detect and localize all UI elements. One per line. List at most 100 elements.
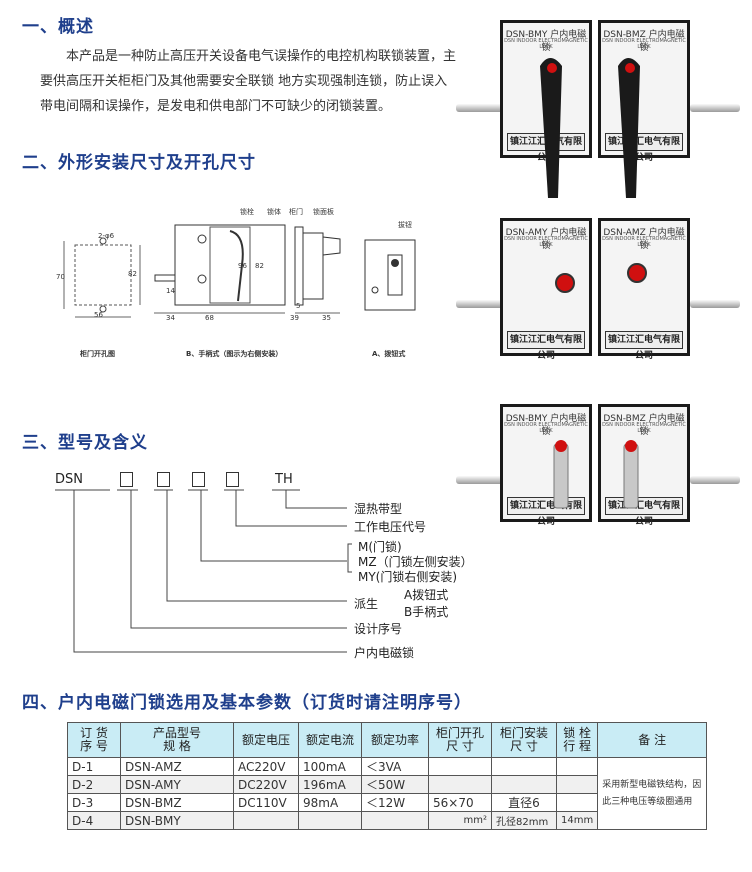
cell-mount	[491, 775, 557, 794]
cell-model: DSN-AMY	[120, 775, 234, 794]
cell-stroke	[555, 793, 599, 812]
code-box	[192, 472, 205, 487]
dim-label: 5	[296, 302, 301, 310]
cell-mount	[491, 757, 557, 776]
technical-drawing-svg	[63, 224, 416, 318]
cell-model: DSN-BMZ	[120, 793, 234, 812]
panel-subtitle: DSN INDOOR ELECTROMAGNETIC LOCK	[504, 38, 588, 50]
dim-label: 82	[255, 262, 264, 270]
table-row: D-1 DSN-AMZ AC220V 100mA ＜3VA 采用新型电磁铁结构，…	[67, 757, 708, 830]
cell-stroke	[555, 775, 599, 794]
unlock-button-icon	[627, 263, 647, 283]
lock-panel-bmz: DSN-BMZ 户内电磁锁 DSN INDOOR ELECTROMAGNETIC…	[598, 20, 690, 163]
panel-title: DSN-BMY 户内电磁锁	[505, 414, 587, 437]
cell-stroke: 14mm	[555, 811, 599, 830]
code-box	[157, 472, 170, 487]
panel-subtitle: DSN INDOOR ELECTROMAGNETIC LOCK	[602, 422, 686, 434]
cell-voltage: DC110V	[233, 793, 299, 812]
cell-order: D-4	[67, 811, 121, 830]
lock-rod	[456, 476, 506, 484]
cell-current: 98mA	[298, 793, 362, 812]
table-header-row: 订 货 序 号 产品型号 规 格 额定电压 额定电流 额定功率 柜门开孔 尺 寸…	[67, 722, 708, 758]
cell-hole: 56×70	[428, 793, 492, 812]
cell-mount: 直径6	[491, 793, 557, 812]
section2-title: 二、外形安装尺寸及开孔尺寸	[22, 153, 256, 173]
panel-title: DSN-BMZ 户内电磁锁	[603, 30, 685, 53]
cell-power: ＜3VA	[361, 757, 429, 776]
hole-caption: 柜门开孔图	[80, 350, 115, 358]
hole-spec-label: 2-φ6	[98, 232, 115, 240]
code-label-voltage: 工作电压代号	[354, 520, 427, 534]
lock-panel-amy: DSN-AMY 户内电磁锁 DSN INDOOR ELECTROMAGNETIC…	[500, 218, 592, 361]
cell-hole	[428, 775, 492, 794]
panel-title: DSN-BMZ 户内电磁锁	[603, 414, 685, 437]
code-label-indoor: 户内电磁锁	[354, 646, 415, 660]
lock-panel-amz: DSN-AMZ 户内电磁锁 DSN INDOOR ELECTROMAGNETIC…	[598, 218, 690, 361]
dim-label: 14	[166, 287, 175, 295]
lock-rod	[690, 476, 740, 484]
panel-title: DSN-BMY 户内电磁锁	[505, 30, 587, 53]
cabinet-door-label: 柜门	[289, 208, 303, 216]
header-order: 订 货 序 号	[67, 722, 121, 758]
cell-order: D-3	[67, 793, 121, 812]
table-row: D-4 DSN-BMY mm² 孔径82mm 14mm	[67, 811, 707, 830]
section1-title: 一、概述	[22, 17, 94, 37]
cell-hole	[428, 757, 492, 776]
cell-model: DSN-AMZ	[120, 757, 234, 776]
chrome-handle-icon	[553, 440, 639, 509]
lock-panel-label: 锁面板	[313, 208, 334, 216]
dim-label: 56	[94, 311, 103, 319]
header-stroke: 锁 栓 行 程	[555, 722, 599, 758]
header-mount: 柜门安装 尺 寸	[491, 722, 557, 758]
cell-remark: 采用新型电磁铁结构，因此三种电压等级圈通用	[597, 757, 708, 830]
code-label-a: A拨钮式	[404, 588, 449, 602]
cell-power: ＜50W	[361, 775, 429, 794]
button-label: 拔钮	[398, 221, 412, 229]
dim-label: 96	[238, 262, 247, 270]
cell-mount: 孔径82mm	[491, 811, 557, 830]
dim-label: 70	[56, 273, 65, 281]
code-label-th: 湿热带型	[354, 502, 403, 516]
header-hole: 柜门开孔 尺 寸	[428, 722, 492, 758]
handle-icon	[540, 58, 640, 198]
overview-text: 本产品是一种防止高压开关设备电气误操作的电控机构联锁装置，主要供高压开关柜柜门及…	[40, 49, 457, 114]
model-suffix: TH	[275, 472, 293, 487]
dim-label: 35	[322, 314, 331, 322]
panel-subtitle: DSN INDOOR ELECTROMAGNETIC LOCK	[504, 422, 588, 434]
cell-order: D-2	[67, 775, 121, 794]
lock-rod	[456, 104, 506, 112]
cell-hole: mm²	[428, 811, 492, 830]
handle-caption: B、手柄式（图示为右侧安装）	[186, 350, 283, 358]
cell-current	[298, 811, 362, 830]
model-code-lines	[55, 489, 352, 653]
dim-label: 34	[166, 314, 175, 322]
button-caption: A、拨钮式	[372, 350, 406, 358]
unlock-button-icon	[555, 273, 575, 293]
dim-label: 68	[205, 314, 214, 322]
lock-panel-bmy: DSN-BMY 户内电磁锁 DSN INDOOR ELECTROMAGNETIC…	[500, 404, 592, 527]
cell-order: D-1	[67, 757, 121, 776]
header-remark: 备 注	[597, 722, 708, 758]
dim-label: 39	[290, 314, 299, 322]
lock-body-label: 锁体	[267, 208, 281, 216]
model-prefix: DSN	[55, 472, 83, 487]
company-label: 镇江江汇电气有限公司	[507, 331, 585, 361]
code-label-design: 设计序号	[354, 622, 403, 636]
cell-power	[361, 811, 429, 830]
parameter-table: 订 货 序 号 产品型号 规 格 额定电压 额定电流 额定功率 柜门开孔 尺 寸…	[67, 722, 708, 830]
company-label: 镇江江汇电气有限公司	[605, 331, 683, 361]
code-box	[120, 472, 133, 487]
dim-label: 82	[128, 270, 137, 278]
header-model: 产品型号 规 格	[120, 722, 234, 758]
cell-current: 196mA	[298, 775, 362, 794]
code-label-b: B手柄式	[404, 605, 449, 619]
code-label-m: M(门锁)	[358, 540, 402, 554]
lock-rod	[456, 300, 506, 308]
section3-title: 三、型号及含义	[22, 433, 148, 453]
code-label-derive: 派生	[354, 597, 379, 611]
cell-current: 100mA	[298, 757, 362, 776]
section4-title: 四、户内电磁门锁选用及基本参数（订货时请注明序号）	[22, 693, 472, 713]
lock-tongue-label: 锁栓	[240, 208, 254, 216]
code-box	[226, 472, 239, 487]
lock-panel-bmz: DSN-BMZ 户内电磁锁 DSN INDOOR ELECTROMAGNETIC…	[598, 404, 690, 527]
